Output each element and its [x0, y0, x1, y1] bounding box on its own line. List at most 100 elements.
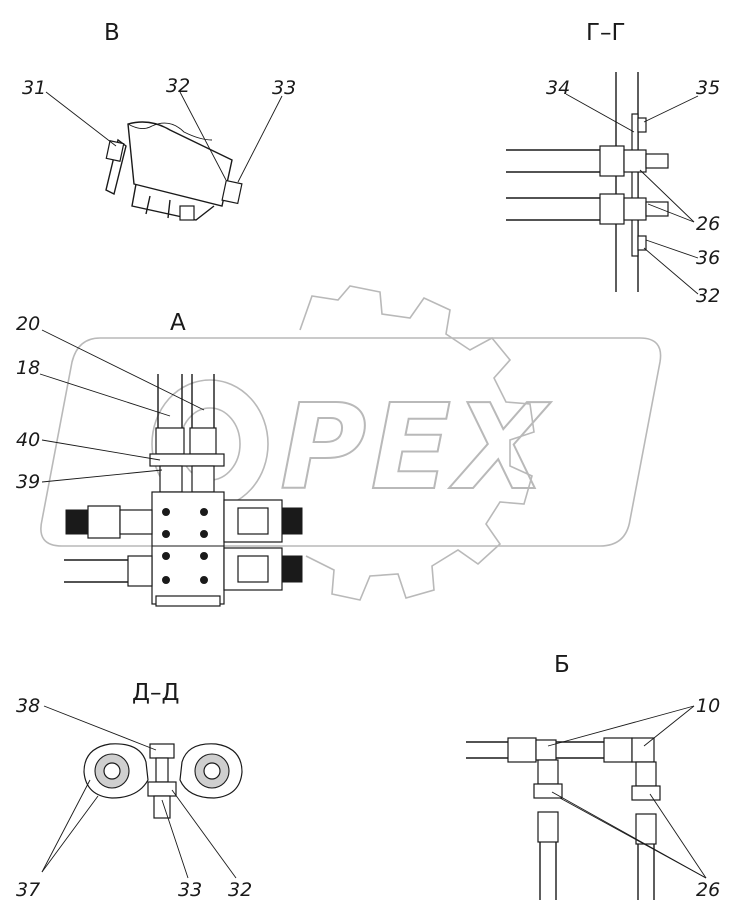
view-a-solenoid-right-lower-connector	[281, 555, 303, 583]
view-a-fitting-right	[191, 465, 215, 493]
view-dd-bolt-head	[149, 743, 175, 759]
view-v-leader-31	[45, 91, 117, 147]
view-gg-label-35: 35	[696, 77, 720, 99]
view-a-hose-18-end	[155, 427, 185, 455]
view-dd-leader-37b	[41, 795, 99, 873]
view-a-solenoid-right-upper-connector	[281, 507, 303, 535]
view-v-label-31: 31	[22, 77, 46, 99]
view-v-leader-32	[179, 91, 227, 181]
view-dd-label-38: 38	[16, 695, 40, 717]
view-gg-bolt-top	[637, 117, 647, 133]
view-b-fitting-right-bottom	[635, 813, 657, 845]
view-v-nut-right	[221, 179, 243, 205]
view-gg-label-34: 34	[546, 77, 570, 99]
view-dd: Д–Д 38 37 33 32	[16, 680, 252, 901]
view-b-pipe-right-vertical	[637, 844, 655, 900]
view-gg-stub-upper	[645, 153, 669, 169]
view-dd-nut	[147, 781, 177, 797]
view-v-bracket	[131, 183, 215, 221]
view-b-pipe-left-vertical	[539, 842, 557, 900]
view-a-solenoid-left-body	[87, 505, 121, 539]
view-gg-title: Г–Г	[586, 20, 626, 46]
view-gg-fitting-upper	[599, 145, 625, 177]
view-b-hose-end-right	[603, 737, 633, 763]
view-gg-leader-26a	[639, 169, 695, 223]
view-dd-hose-left-core	[103, 762, 121, 780]
view-gg-leader-34	[565, 93, 635, 133]
view-a-hose-18	[157, 374, 183, 428]
view-v-bolt-bottom	[179, 205, 195, 221]
view-dd-label-33: 33	[178, 879, 202, 901]
view-gg-plate	[631, 113, 639, 257]
view-b-leader-26c	[559, 797, 707, 879]
view-v-body-break	[127, 122, 213, 141]
view-v-body	[127, 121, 233, 207]
view-gg-leader-36	[645, 239, 699, 259]
view-b-nut-left	[533, 783, 563, 799]
view-v-label-33: 33	[272, 77, 296, 99]
view-gg-leader-32	[643, 247, 699, 295]
view-b-fitting-left-bottom	[537, 811, 559, 843]
view-a-side-hose-fitting	[127, 555, 153, 587]
view-b-elbow-right	[631, 737, 655, 763]
view-a-leader-40	[41, 439, 161, 461]
view-gg-bolt-bottom	[637, 235, 647, 251]
view-gg-label-26: 26	[696, 213, 720, 235]
view-a-side-hose	[64, 559, 128, 583]
view-gg-nut-upper	[623, 149, 647, 173]
view-a-block-base	[155, 595, 221, 607]
view-gg-label-32: 32	[696, 285, 720, 307]
watermark-gear-outline	[299, 285, 535, 601]
view-a-valve-block	[151, 491, 225, 605]
view-gg-label-36: 36	[696, 247, 720, 269]
view-v: В 31 32 33	[22, 20, 296, 221]
watermark-banner	[40, 337, 662, 547]
view-a-label-39: 39	[16, 471, 40, 493]
view-b-pipe-horizontal	[466, 741, 508, 759]
view-a-solenoid-left-connector	[65, 509, 89, 535]
view-dd-label-32: 32	[228, 879, 252, 901]
view-a-title: А	[170, 310, 186, 336]
view-b: Б 10 26	[466, 652, 720, 901]
watermark: PEX	[40, 285, 662, 601]
view-a-hose-20-end	[189, 427, 217, 455]
view-v-leader-33	[237, 95, 283, 183]
view-a-leader-39	[41, 469, 163, 483]
view-a-clamp	[149, 453, 225, 467]
view-a-solenoid-right-lower-window	[237, 555, 269, 583]
view-dd-label-37: 37	[16, 879, 40, 901]
view-b-hose-end-left	[507, 737, 537, 763]
view-gg-leader-26b	[647, 203, 695, 223]
view-a-block-bolts	[162, 508, 208, 584]
view-dd-leader-38	[43, 705, 157, 751]
view-gg-leader-35	[643, 95, 699, 123]
view-a-label-18: 18	[16, 357, 40, 379]
view-b-leader-10b	[643, 705, 695, 747]
view-b-leader-10a	[547, 705, 695, 747]
view-b-fitting-left-top	[537, 759, 559, 785]
view-a-leader-18	[39, 373, 171, 417]
view-a-solenoid-right-upper-window	[237, 507, 269, 535]
view-a: А	[16, 310, 303, 607]
view-a-solenoid-left-coil	[119, 509, 153, 535]
view-b-label-10: 10	[696, 695, 720, 717]
view-b-fitting-right-top	[635, 761, 657, 787]
view-gg-fitting-lower	[599, 193, 625, 225]
view-dd-leader-37a	[41, 779, 91, 873]
view-a-fitting-left	[159, 465, 183, 493]
watermark-text: PEX	[280, 378, 551, 516]
view-a-label-20: 20	[16, 313, 40, 335]
view-v-nut-left	[105, 140, 125, 162]
view-gg: Г–Г 34 35 26 36 32	[506, 20, 720, 307]
view-dd-bolt-end	[153, 795, 171, 819]
view-dd-leader-33	[161, 799, 189, 879]
view-a-label-40: 40	[16, 429, 40, 451]
view-gg-pipe-lower	[506, 197, 600, 221]
view-b-label-26: 26	[696, 879, 720, 901]
view-v-label-32: 32	[166, 75, 190, 97]
view-a-leader-20	[41, 329, 205, 411]
view-b-leader-26b	[649, 793, 707, 879]
view-dd-bolt-shank	[155, 757, 169, 783]
view-b-pipe-middle	[556, 741, 604, 759]
